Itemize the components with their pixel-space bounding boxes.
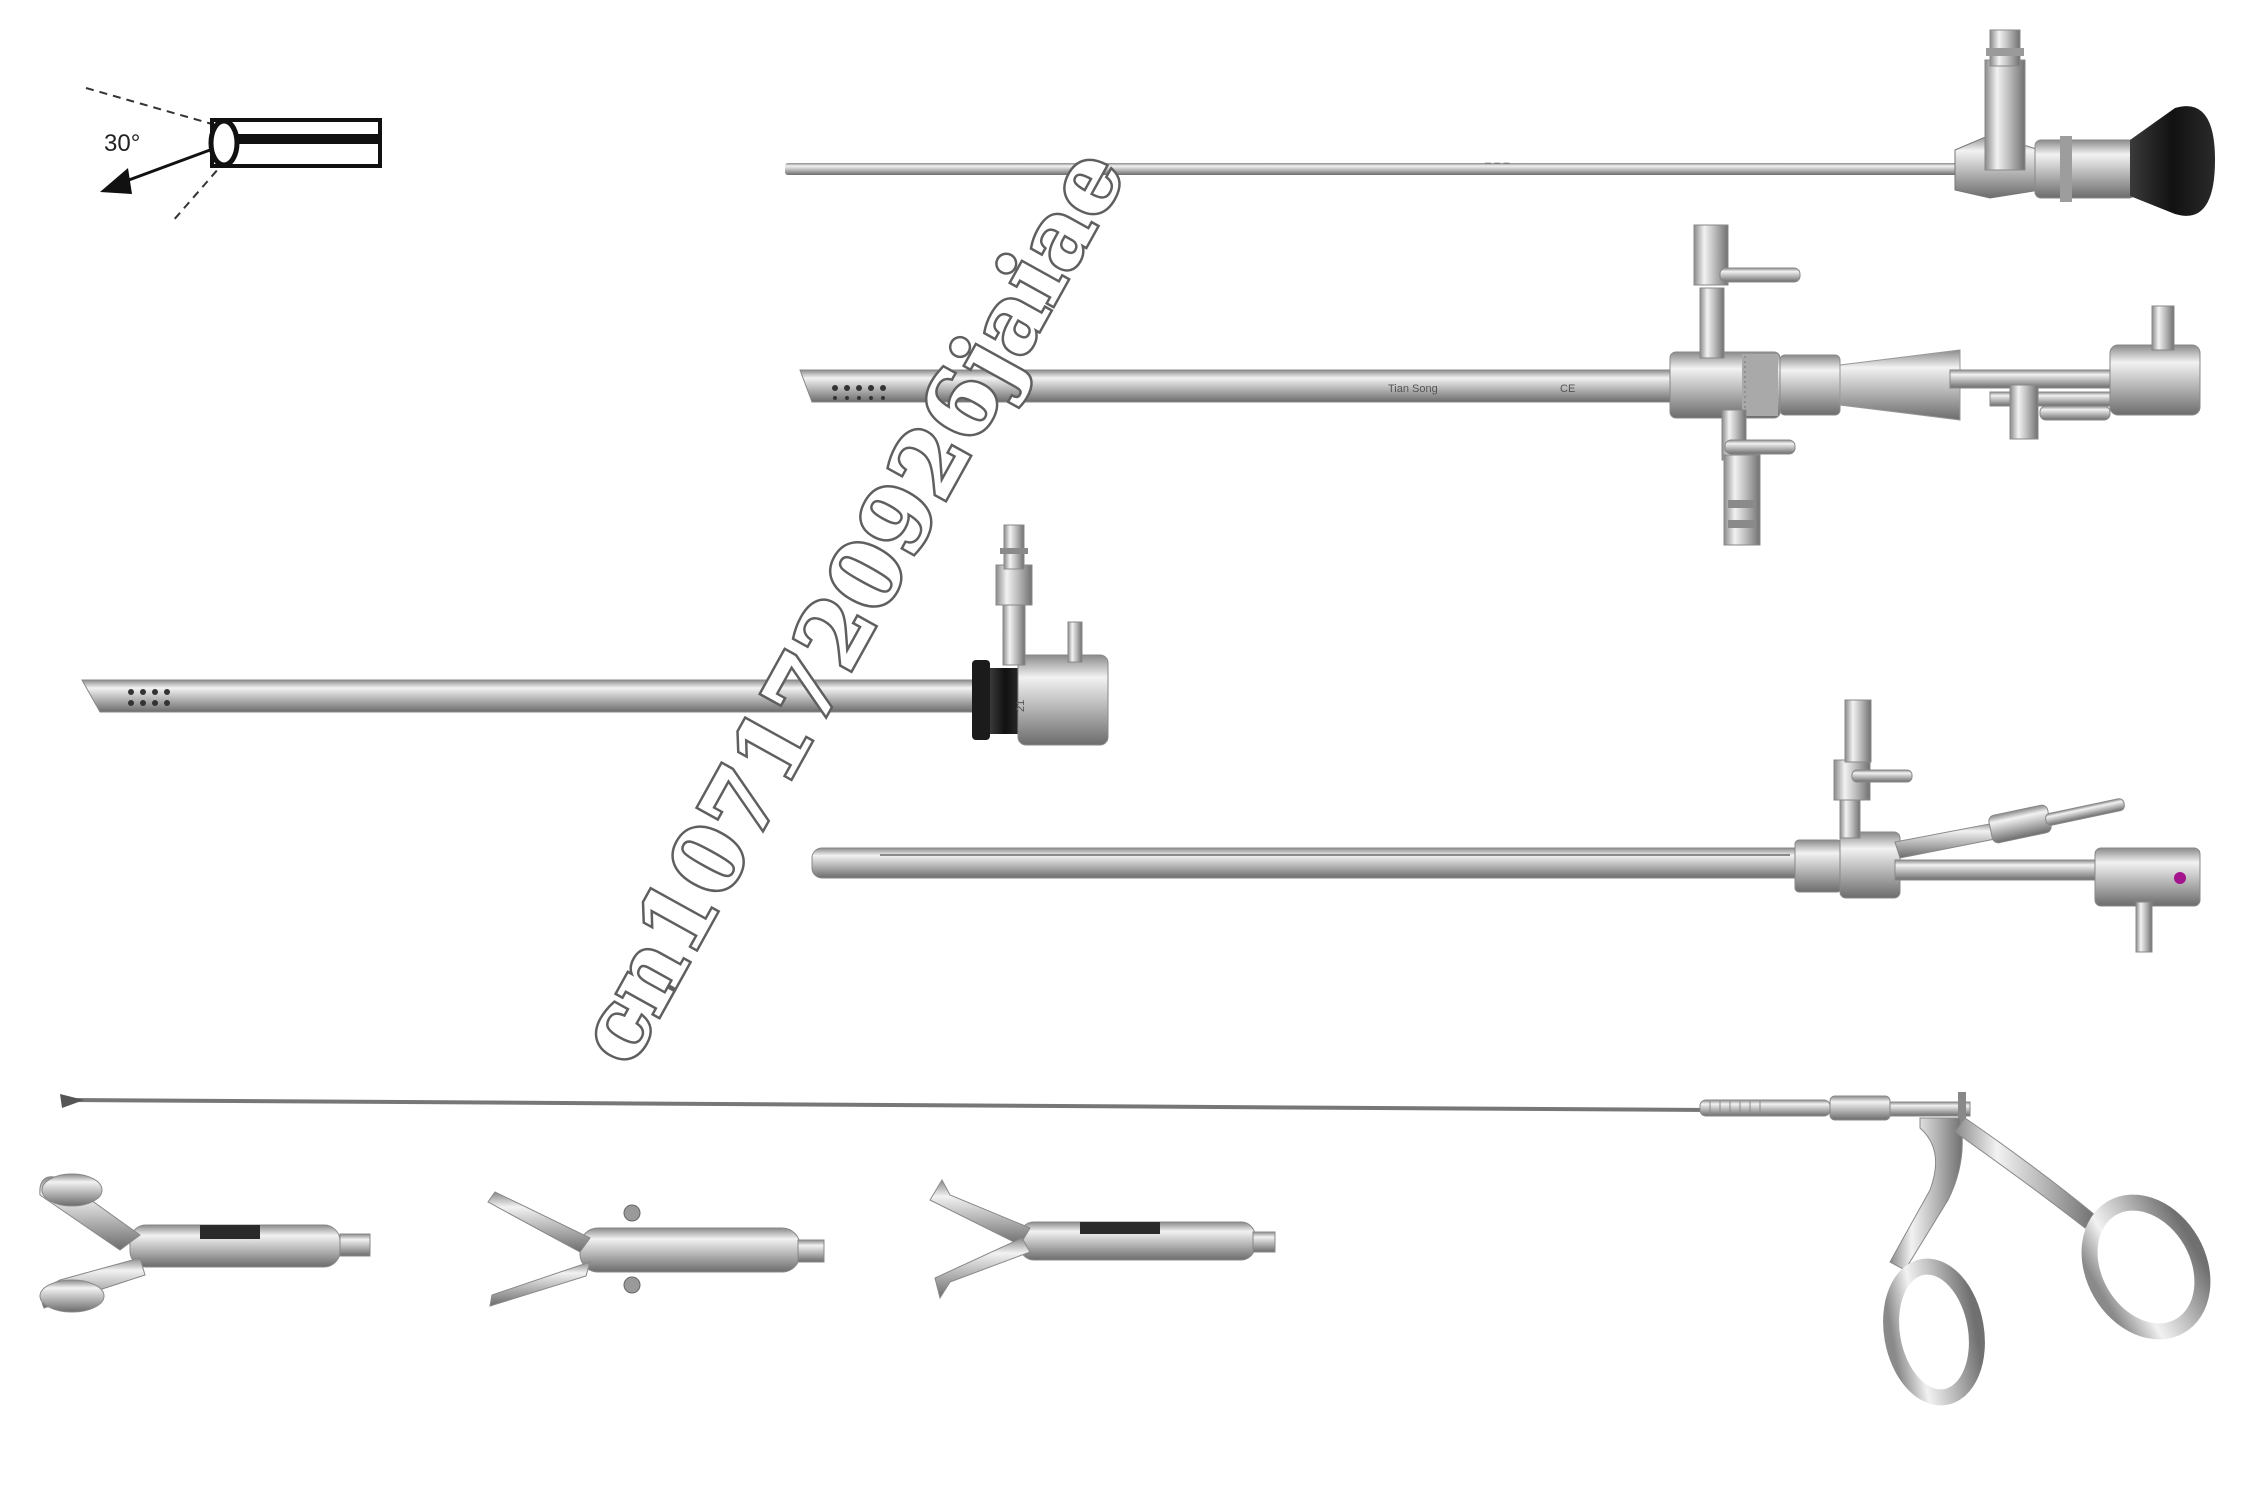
sheath-engraving-brand: Tian Song bbox=[1388, 383, 1438, 395]
continuous-flow-sheath: Tian Song CE bbox=[799, 224, 2201, 546]
indicator-dot-icon bbox=[2174, 872, 2186, 884]
obturator-sheath: 21 bbox=[81, 524, 1109, 746]
angle-label: 30° bbox=[104, 130, 141, 157]
svg-text:‒ ‒ ‒: ‒ ‒ ‒ bbox=[1485, 157, 1510, 169]
operating-sheath bbox=[811, 699, 2201, 953]
sheath-engraving-mark: CE bbox=[1560, 383, 1575, 395]
angle-diagram bbox=[85, 87, 382, 223]
jaw-tip-grasper bbox=[929, 1178, 1276, 1300]
jaw-tip-scissors bbox=[487, 1191, 825, 1307]
telescope: ‒ ‒ ‒ bbox=[785, 29, 2215, 216]
jaw-tip-cup bbox=[39, 1173, 371, 1313]
forceps-tip-icon bbox=[60, 1094, 84, 1108]
direction-arrow-icon bbox=[100, 168, 132, 194]
obturator-size-label: 21 bbox=[1015, 700, 1027, 712]
flexible-forceps bbox=[60, 1092, 2211, 1406]
